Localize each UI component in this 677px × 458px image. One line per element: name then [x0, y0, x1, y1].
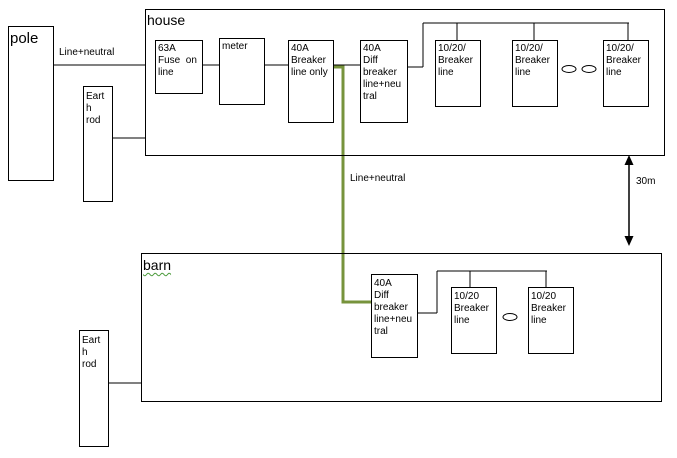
pole-box [8, 26, 54, 181]
house-breaker-1-box [435, 40, 481, 107]
barn-breaker-2-label: 10/20 Breaker line [531, 291, 567, 326]
house-breaker-3-label: 10/20/ Breaker line [606, 43, 642, 78]
house-label: house [147, 12, 186, 28]
house-more-breakers-oval-1 [561, 65, 577, 73]
house-breaker-3-box [603, 40, 649, 107]
barn-earth-rod-label: Eart h rod [82, 335, 101, 370]
house-box [145, 9, 665, 156]
house-fuse-box [155, 40, 203, 94]
barn-breaker-1-box [451, 287, 497, 354]
barn-diff-breaker-box [371, 274, 418, 358]
house-diff-breaker-label: 40A Diff breaker line+neu tral [363, 43, 402, 102]
barn-breaker-1-label: 10/20 Breaker line [454, 291, 490, 326]
house-fuse-label: 63A Fuse on line [158, 43, 197, 78]
house-to-barn-cable [333, 65, 372, 304]
pole-label: pole [10, 30, 39, 47]
house-main-breaker-label: 40A Breaker line only [291, 43, 328, 78]
house-breaker-1-label: 10/20/ Breaker line [438, 43, 474, 78]
house-breaker-2-label: 10/20/ Breaker line [515, 43, 551, 78]
house-more-breakers-oval-2 [581, 65, 597, 73]
house-earth-rod [83, 86, 113, 202]
distance-label: 30m [636, 176, 656, 187]
house-breaker-2-box [512, 40, 558, 107]
barn-box [141, 253, 662, 402]
house-diff-breaker-box [360, 40, 408, 123]
house-meter-box [219, 38, 265, 105]
pole-line-neutral-label: Line+neutral [59, 47, 115, 58]
barn-label: barn [143, 257, 172, 273]
feed-line-neutral-label: Line+neutral [350, 173, 406, 184]
barn-earth-rod [79, 330, 109, 447]
distance-arrow-head-top [624, 155, 634, 165]
house-earth-rod-label: Eart h rod [86, 91, 105, 126]
barn-breaker-2-box [528, 287, 574, 354]
distance-arrow-head-bottom [624, 236, 634, 246]
barn-more-breakers-oval [502, 313, 518, 321]
house-meter-label: meter [222, 41, 248, 52]
house-main-breaker-box [288, 40, 334, 123]
barn-diff-breaker-label: 40A Diff breaker line+neu tral [374, 278, 413, 337]
